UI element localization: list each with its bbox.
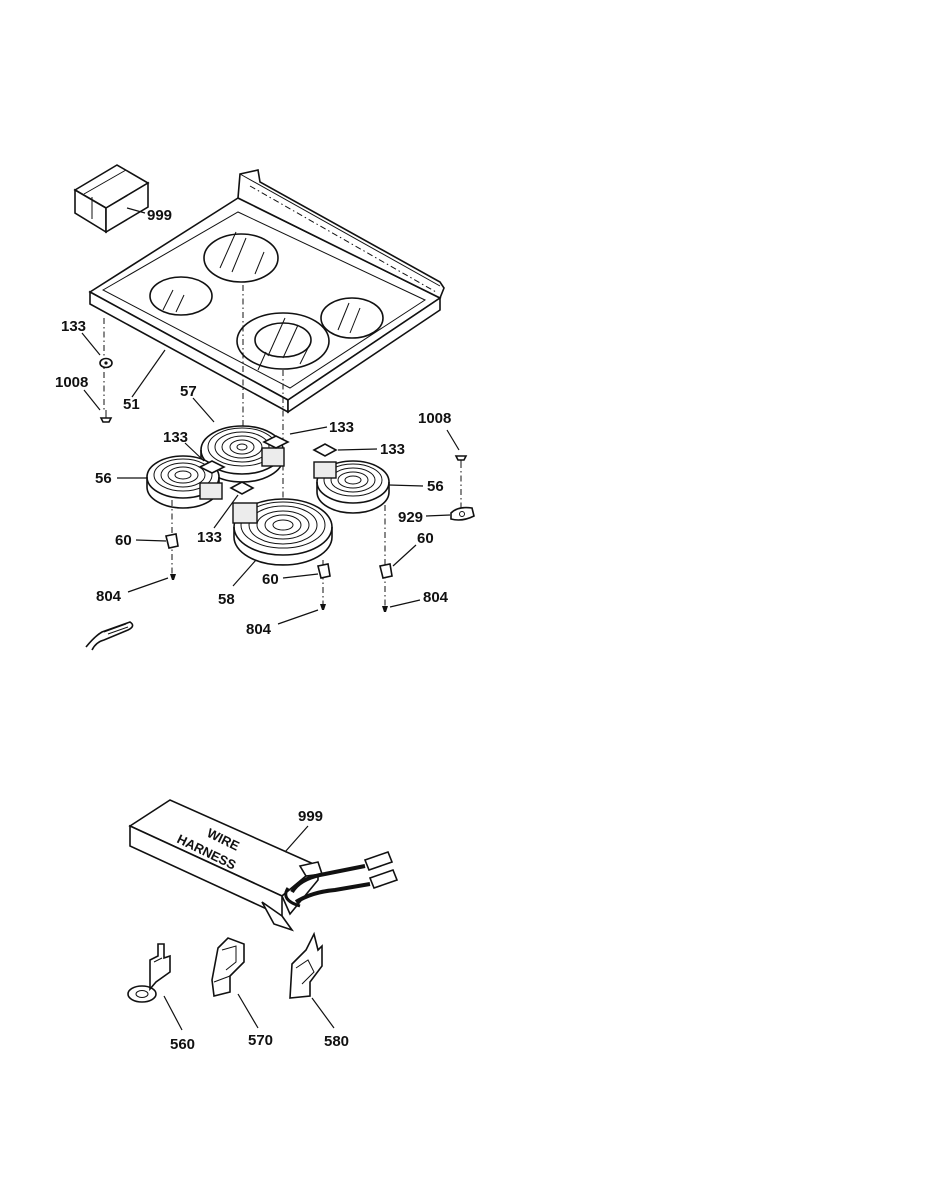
quick-connect-terminal-580 <box>289 931 323 999</box>
clip-60-left <box>165 533 179 549</box>
screw-804-right <box>382 606 388 612</box>
callout-60-left: 60 <box>115 532 132 549</box>
callout-929: 929 <box>398 509 423 526</box>
clip-60-right <box>379 563 393 579</box>
callout-60-mid: 60 <box>262 571 279 588</box>
wire-harness-box-999: WIRE HARNESS <box>128 799 324 932</box>
screw-804-left <box>170 574 176 580</box>
callout-1008-left: 1008 <box>55 374 88 391</box>
callout-804-right: 804 <box>423 589 449 606</box>
callout-133-b: 133 <box>380 441 405 458</box>
callout-56-left: 56 <box>95 470 112 487</box>
callout-999-bottom: 999 <box>298 808 323 825</box>
callout-133-left: 133 <box>61 318 86 335</box>
callout-60-right: 60 <box>417 530 434 547</box>
heating-element-58 <box>232 498 333 566</box>
pad-133-b <box>312 443 338 457</box>
callout-804-left: 804 <box>96 588 122 605</box>
clip-60-mid <box>317 563 331 579</box>
callout-51: 51 <box>123 396 140 413</box>
callout-1008-right: 1008 <box>418 410 451 427</box>
spade-terminal-570 <box>211 937 245 997</box>
callout-133-c: 133 <box>163 429 188 446</box>
ring-terminal-560 <box>127 943 171 1003</box>
callout-804-mid: 804 <box>246 621 272 638</box>
washer-133-left <box>99 357 113 369</box>
parts-box-999 <box>73 164 150 234</box>
callout-133-a: 133 <box>329 419 354 436</box>
pad-133-a <box>262 435 290 449</box>
callout-580: 580 <box>324 1033 349 1050</box>
pad-133-c <box>198 460 226 474</box>
callout-560: 560 <box>170 1036 195 1053</box>
pad-133-d <box>229 481 255 495</box>
callout-133-d: 133 <box>197 529 222 546</box>
screw-804-mid <box>320 604 326 610</box>
callout-570: 570 <box>248 1032 273 1049</box>
callout-58: 58 <box>218 591 235 608</box>
bracket-929 <box>450 506 475 521</box>
screw-1008-left <box>99 410 113 423</box>
wire-lead <box>85 621 134 651</box>
callout-57: 57 <box>180 383 197 400</box>
screw-1008-right <box>454 455 468 466</box>
heating-element-56-right <box>313 460 390 514</box>
callout-999-top: 999 <box>147 207 172 224</box>
cooktop-51 <box>88 169 445 414</box>
harness-wires <box>284 850 399 908</box>
callout-56-right: 56 <box>427 478 444 495</box>
